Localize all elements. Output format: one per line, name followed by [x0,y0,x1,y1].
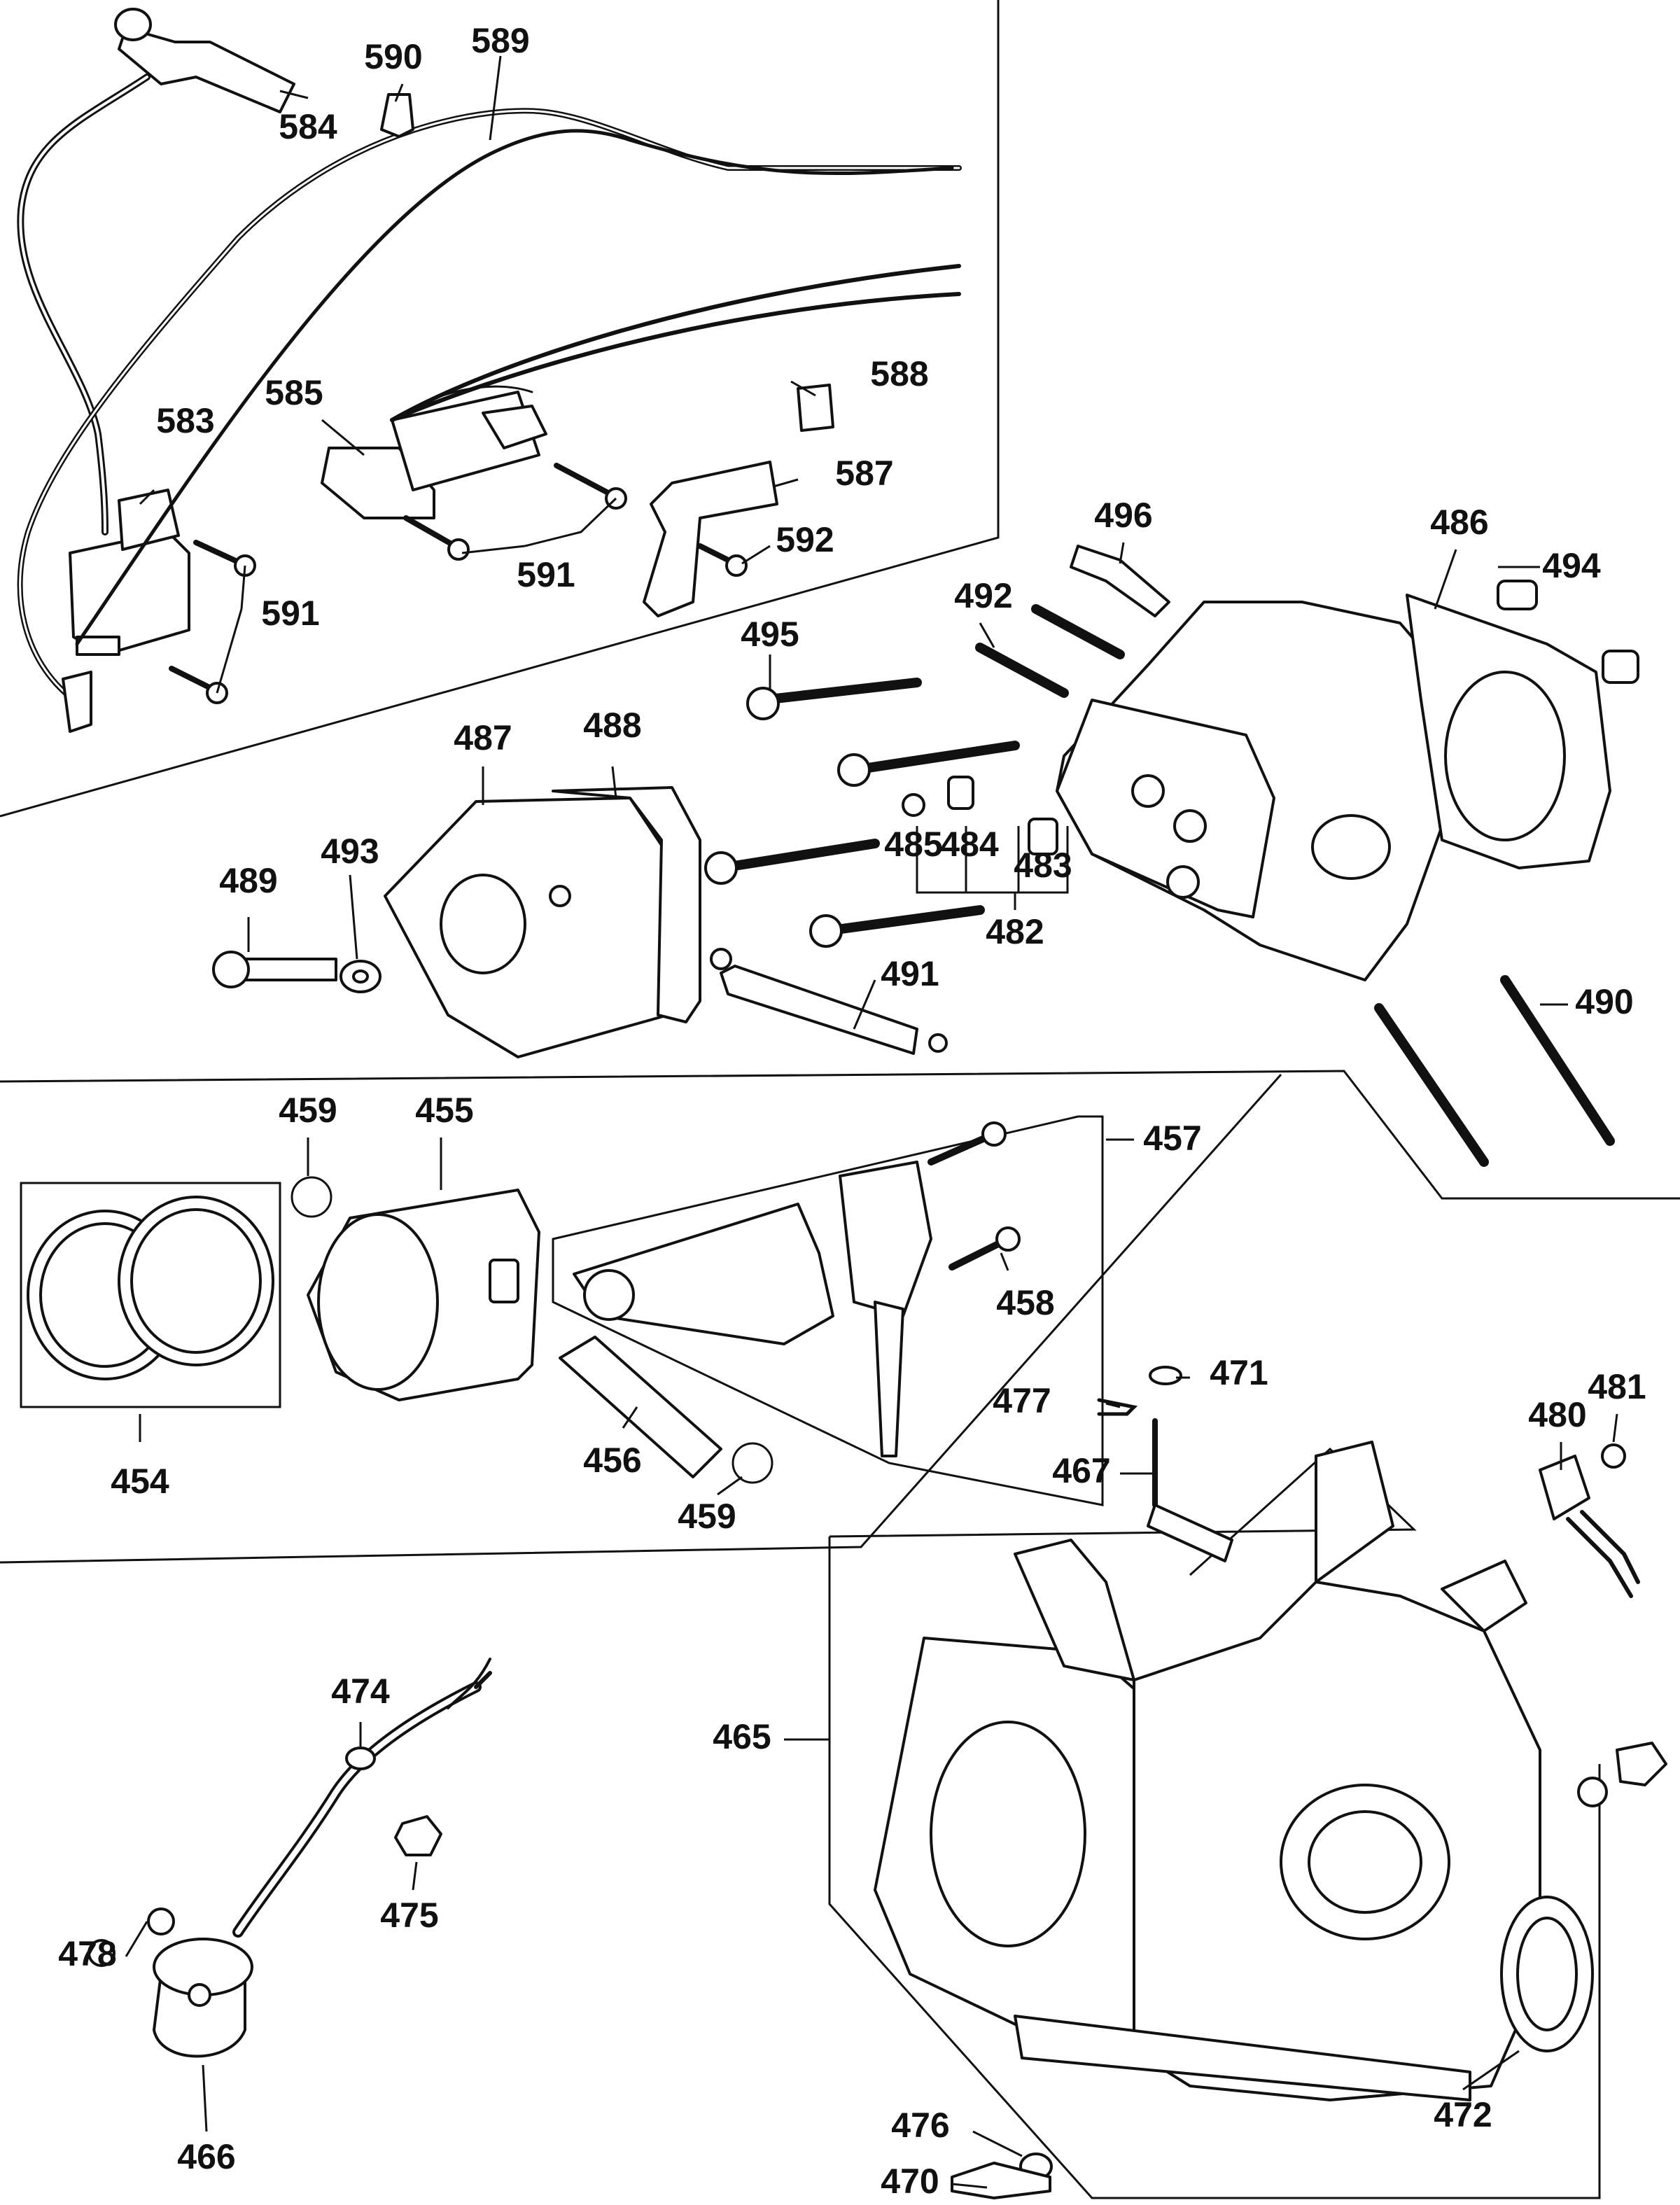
circlip-459 [290,1176,774,1484]
valve-cover-487 [384,797,694,1058]
callout-492: 492 [954,576,1012,615]
gasket-488 [552,786,701,1023]
oil-seal-472 [1500,1896,1594,2052]
callout-590: 590 [364,37,422,76]
connecting-rod-457 [552,1115,1104,1506]
part-number-callouts: 584 590 589 585 583 588 587 592 591 591 … [58,21,1646,2201]
washer-471 [1149,1366,1182,1385]
callout-496: 496 [1094,496,1152,535]
callout-487: 487 [454,718,512,757]
cylinder-head-bolts [704,678,1020,948]
callout-591b: 591 [261,594,319,633]
callout-478: 478 [58,1934,116,1973]
crankcase-465 [874,1441,1541,2101]
breather-tube-491 [710,948,948,1055]
callout-484: 484 [940,825,999,864]
rod-bolts-458 [927,1121,1021,1270]
callout-459b: 459 [678,1497,736,1536]
studs-490 [1374,975,1615,1167]
callout-475: 475 [380,1896,438,1935]
callout-477: 477 [993,1381,1051,1420]
screws-591-592 [169,463,748,704]
oil-sensor-466 [153,1658,492,2058]
callout-454: 454 [111,1462,169,1501]
callout-485: 485 [884,825,942,864]
callout-585: 585 [265,373,323,412]
callout-465: 465 [713,1717,771,1756]
bolts-478 [88,1907,175,1967]
callout-466: 466 [177,2137,235,2176]
callout-489: 489 [219,861,277,900]
bolt-489 [212,951,337,988]
callout-490: 490 [1575,982,1633,1021]
oil-switch-480 [1539,1443,1640,1598]
callout-471: 471 [1210,1353,1268,1392]
charge-coil-585 [321,264,961,519]
dowel-pins-483-485 [902,776,1058,855]
callout-488: 488 [583,706,641,745]
leader-lines [125,55,1618,2189]
washer-474 [345,1746,376,1770]
drain-plug [1577,1742,1667,1807]
callout-458: 458 [996,1283,1054,1322]
piston-pin-456 [559,1336,722,1478]
piston-455 [307,1189,540,1401]
callout-587: 587 [835,454,893,493]
callout-455: 455 [415,1091,473,1130]
grommet-588 [797,384,834,432]
callout-456: 456 [583,1441,641,1480]
callout-480: 480 [1528,1395,1586,1434]
nut-475 [394,1815,442,1856]
callout-482: 482 [986,912,1044,951]
callout-481: 481 [1588,1367,1646,1406]
governor-arm-467 [1147,1418,1233,1562]
callout-584: 584 [279,107,337,146]
cylinder-head [1056,601,1443,981]
washer-493 [340,960,382,993]
cable-589 [75,129,954,646]
bracket-587 [643,461,778,617]
clip-590 [380,93,414,138]
callout-459a: 459 [279,1091,337,1130]
callout-583: 583 [156,401,214,440]
ignition-coil-assembly [17,8,962,733]
callout-467: 467 [1052,1451,1110,1490]
bolt-470 [951,2162,1051,2199]
studs-492 [975,604,1125,698]
spark-plug-496 [1070,545,1170,617]
piston-rings-454 [20,1182,281,1408]
head-gasket-486 [1406,594,1611,869]
callout-483: 483 [1014,846,1072,885]
callout-592: 592 [776,520,834,559]
callout-588: 588 [870,354,928,393]
dowels-494 [1497,580,1639,684]
section-dividers [0,0,1680,1564]
clip-477 [1097,1398,1138,1416]
callout-476: 476 [891,2106,949,2145]
callout-474: 474 [331,1672,390,1711]
callout-589: 589 [471,21,529,60]
callout-495: 495 [741,615,799,654]
callout-457: 457 [1143,1119,1201,1158]
callout-493: 493 [321,832,379,871]
callout-470: 470 [881,2162,939,2201]
callout-486: 486 [1430,503,1488,542]
callout-494: 494 [1542,546,1601,585]
callout-472: 472 [1434,2095,1492,2134]
callout-491: 491 [881,954,939,993]
callout-591a: 591 [517,555,575,594]
